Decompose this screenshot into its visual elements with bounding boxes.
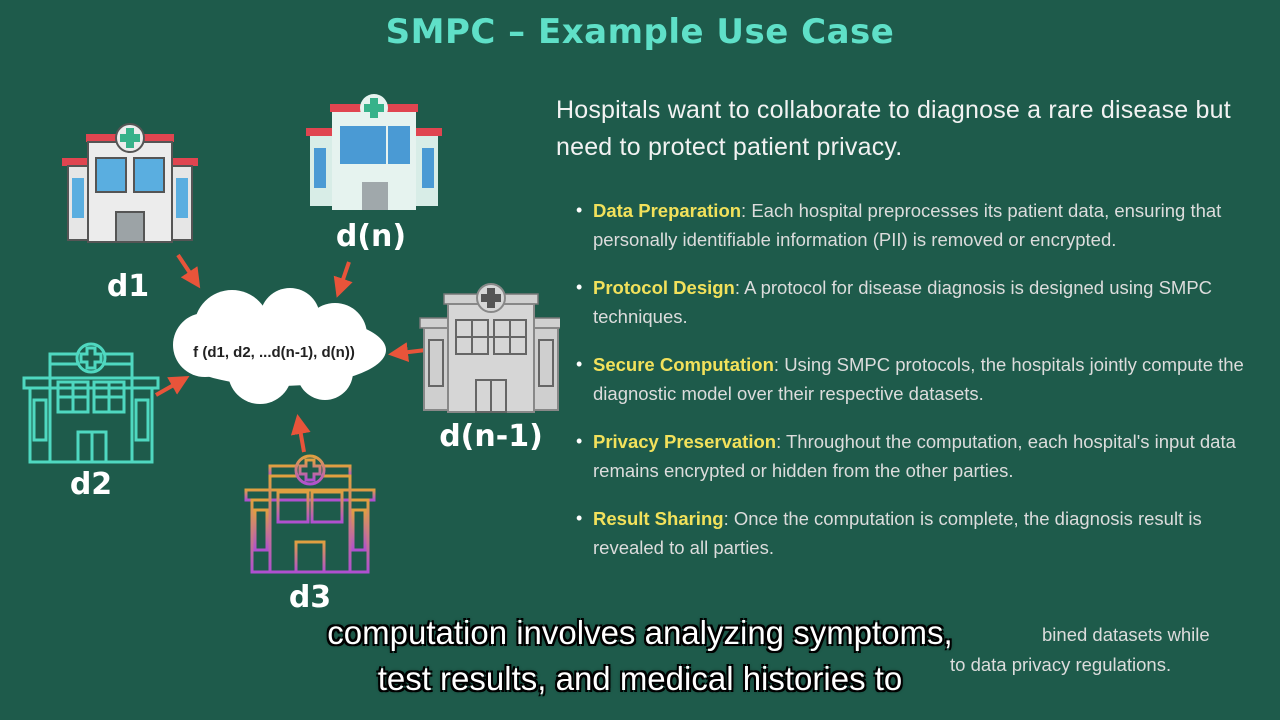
bullet-icon: •: [576, 277, 583, 297]
hospital-d2-icon: [22, 342, 160, 464]
caption-line-1: computation involves analyzing symptoms,: [327, 614, 953, 651]
caption-line-2: test results, and medical histories to: [377, 660, 903, 697]
step-term: Privacy Preservation: [593, 431, 777, 452]
hospital-network-diagram: f (d1, d2, ...d(n-1), d(n)) d1 d(n): [22, 94, 560, 615]
intro-text: Hospitals want to collaborate to diagnos…: [556, 96, 1231, 161]
step-text: : Each hospital preprocesses its patient…: [593, 200, 1222, 250]
hospital-dn1-icon: [419, 283, 560, 413]
step-item: • Data Preparation: Each hospital preproc…: [576, 196, 1276, 254]
step-text: : Once the computation is complete, the …: [593, 508, 1202, 558]
step-text: : Using SMPC protocols, the hospitals jo…: [593, 354, 1244, 404]
node-label-dn: d(n): [336, 219, 406, 254]
step-text: : A protocol for disease diagnosis is de…: [593, 277, 1213, 327]
arrow-d1-to-cloud: [176, 253, 201, 289]
hospital-dn-icon: [306, 94, 442, 210]
step-item: • Secure Computation: Using SMPC protocol…: [576, 350, 1276, 408]
node-label-dn1: d(n-1): [439, 419, 543, 454]
step-item: • Result Sharing: Once the computation is…: [576, 504, 1276, 562]
partial-step-line-1: bined datasets while: [1042, 624, 1210, 645]
step-term: Secure Computation: [593, 354, 774, 375]
video-caption: computation involves analyzing symptoms,…: [0, 610, 1280, 702]
bullet-icon: •: [576, 354, 583, 374]
cloud-computation: f (d1, d2, ...d(n-1), d(n)): [173, 288, 386, 404]
arrow-d3-to-cloud: [290, 414, 311, 453]
hospital-d1-icon: [62, 123, 198, 243]
arrow-dn-to-cloud: [333, 261, 353, 298]
partial-step-line-2: to data privacy regulations.: [950, 654, 1172, 675]
node-label-d3: d3: [289, 580, 331, 615]
bullet-icon: •: [576, 200, 583, 220]
step-term: Protocol Design: [593, 277, 735, 298]
step-item: • Privacy Preservation: Throughout the co…: [576, 427, 1276, 485]
steps-list: • Data Preparation: Each hospital preproc…: [576, 196, 1276, 581]
slide-title: SMPC – Example Use Case: [385, 12, 895, 52]
bullet-icon: •: [576, 431, 583, 451]
step-term: Result Sharing: [593, 508, 724, 529]
step-text: : Throughout the computation, each hospi…: [593, 431, 1236, 481]
arrow-d2-to-cloud: [155, 376, 190, 397]
node-label-d2: d2: [70, 467, 112, 502]
bullet-icon: •: [576, 508, 583, 528]
hospital-d3-icon: [244, 454, 376, 574]
step-item: • Protocol Design: A protocol for disease…: [576, 273, 1276, 331]
arrow-dn1-to-cloud: [388, 342, 427, 363]
step-term: Data Preparation: [593, 200, 742, 221]
node-label-d1: d1: [107, 269, 149, 304]
function-label: f (d1, d2, ...d(n-1), d(n)): [193, 344, 355, 361]
